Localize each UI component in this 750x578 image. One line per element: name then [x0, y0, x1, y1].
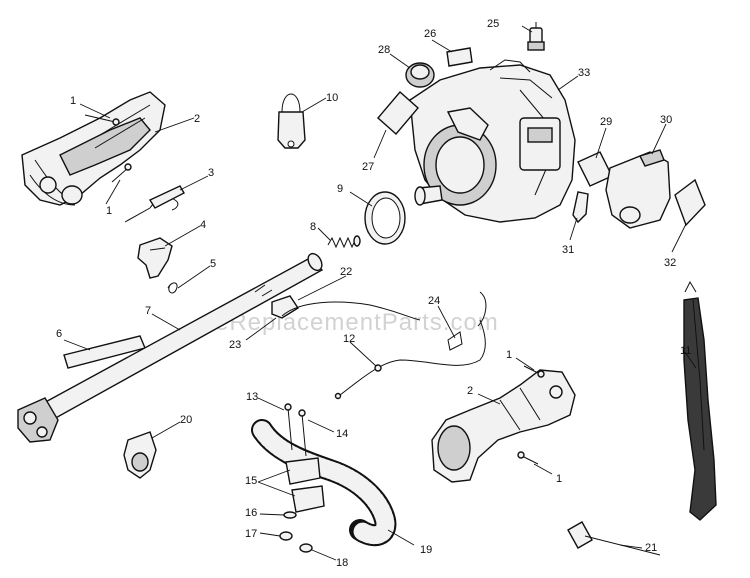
- label-p32: 32: [664, 257, 676, 269]
- trigger-drawing: [137, 237, 173, 279]
- label-p17: 17: [245, 528, 257, 540]
- label-p6: 6: [56, 328, 62, 340]
- label-p11: 11: [680, 345, 691, 357]
- filter-pad-drawing: [572, 191, 589, 224]
- air-filter-cover-drawing: [605, 149, 671, 229]
- spark-plug-boot-drawing: [277, 93, 306, 149]
- loop-handle-drawing: [251, 419, 397, 547]
- decal-cover-drawing: [674, 178, 706, 227]
- label-p23: 23: [229, 339, 241, 351]
- label-p24: 24: [428, 295, 440, 307]
- label-p30: 30: [660, 114, 672, 126]
- label-p9: 9: [337, 183, 343, 195]
- label-p25: 25: [487, 18, 499, 30]
- drive-shaft-tube-drawing: [17, 252, 324, 443]
- label-p13: 13: [246, 391, 258, 403]
- label-p16: 16: [245, 507, 257, 519]
- clutch-ring-drawing: [364, 191, 406, 245]
- stop-switch-drawing: [271, 295, 299, 319]
- label-p2a: 2: [194, 113, 200, 125]
- label-p21: 21: [645, 542, 657, 554]
- screw-lower-left-drawing: [111, 163, 132, 183]
- label-p22: 22: [340, 266, 352, 278]
- screw-upper-left-drawing: [84, 114, 120, 126]
- label-p1d: 1: [556, 473, 562, 485]
- label-p12: 12: [343, 333, 355, 345]
- handle-clamp-drawing: [285, 457, 325, 513]
- nut-a-drawing: [279, 531, 293, 541]
- watermark: eReplacementParts.com: [215, 309, 499, 336]
- label-p4: 4: [200, 219, 206, 231]
- clutch-spring-drawing: [327, 235, 361, 249]
- switch-wire-drawing: [281, 301, 421, 321]
- part-labels: 1 1 2 3 4 5 6 7 8 9 10 11 12 13 14 15 16…: [56, 18, 691, 569]
- screw-upper-right-drawing: [523, 365, 545, 378]
- shoulder-strap-drawing: [683, 280, 717, 521]
- label-p28: 28: [378, 44, 390, 56]
- label-p3: 3: [208, 167, 214, 179]
- label-p18: 18: [336, 557, 348, 569]
- label-p1c: 1: [506, 349, 512, 361]
- screw-handle-b-drawing: [298, 409, 307, 457]
- engine-housing-lower-drawing: [431, 369, 576, 483]
- throttle-cable-drawing: [334, 319, 486, 400]
- label-p31: 31: [562, 244, 574, 256]
- label-p14: 14: [336, 428, 348, 440]
- label-p15: 15: [245, 475, 257, 487]
- primer-bulb-drawing: [405, 62, 435, 88]
- washer-drawing: [283, 511, 297, 519]
- spark-plug-drawing: [527, 22, 545, 51]
- decal-engine-drawing: [377, 91, 419, 135]
- label-p7: 7: [145, 305, 151, 317]
- label-p19: 19: [420, 544, 432, 556]
- label-p8: 8: [310, 221, 316, 233]
- label-p26: 26: [424, 28, 436, 40]
- label-p1b: 1: [106, 205, 112, 217]
- engine-housing-upper-drawing: [21, 91, 166, 206]
- leader-lines: [63, 25, 697, 561]
- label-small-drawing: [446, 47, 473, 67]
- label-p10: 10: [326, 92, 338, 104]
- label-p20: 20: [180, 414, 192, 426]
- label-p2b: 2: [467, 385, 473, 397]
- label-p5: 5: [210, 258, 216, 270]
- label-p1a: 1: [70, 95, 76, 107]
- trigger-spring-drawing: [167, 282, 178, 294]
- screw-lower-right-drawing: [517, 451, 539, 465]
- throttle-spring-drawing: [124, 185, 185, 223]
- cable-clip-drawing: [447, 291, 487, 351]
- engine-drawing: [409, 59, 576, 223]
- screw-handle-a-drawing: [284, 403, 293, 451]
- air-filter-drawing: [577, 151, 613, 187]
- shaft-coupler-drawing: [123, 431, 157, 479]
- nut-b-drawing: [299, 543, 313, 553]
- label-p27: 27: [362, 161, 374, 173]
- label-p33: 33: [578, 67, 590, 79]
- label-p29: 29: [600, 116, 612, 128]
